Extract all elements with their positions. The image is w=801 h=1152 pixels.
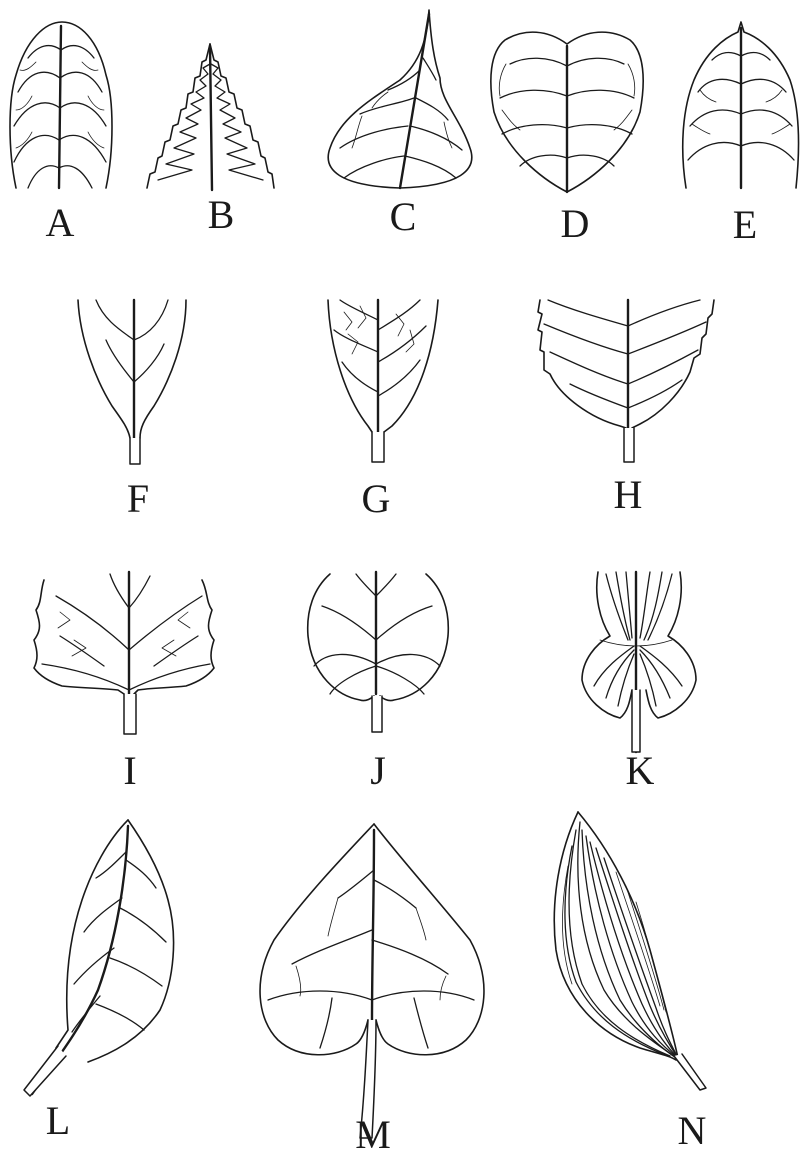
- leaf-a-rounded-apex-icon: [10, 22, 112, 188]
- leaf-e-label: E: [733, 202, 757, 247]
- leaf-f-attenuate-base-icon: [78, 300, 186, 464]
- leaf-d-emarginate-apex-icon: [491, 32, 643, 192]
- leaf-l-oblique-base-icon: [24, 820, 174, 1096]
- leaf-g-label: G: [362, 476, 391, 521]
- leaf-f-label: F: [127, 476, 149, 521]
- leaf-j-cordate-base-icon: [308, 572, 449, 732]
- leaf-e-mucronate-apex-icon: [683, 22, 799, 188]
- leaf-k-auriculate-base-icon: [582, 572, 696, 752]
- leaf-d-label: D: [561, 201, 590, 246]
- leaf-a-label: A: [46, 200, 75, 245]
- leaf-b-label: B: [208, 192, 235, 237]
- leaf-m-cordate-ivy-icon: [260, 824, 484, 1138]
- leaf-n-label: N: [678, 1108, 707, 1152]
- leaf-l-label: L: [46, 1098, 70, 1143]
- leaf-c-acuminate-apex-icon: [328, 10, 472, 188]
- leaf-k-label: K: [626, 748, 655, 793]
- leaf-m-label: M: [355, 1112, 391, 1152]
- leaf-i-label: I: [123, 748, 136, 793]
- leaf-g-cuneate-base-icon: [328, 300, 438, 462]
- leaf-b-acute-apex-icon: [147, 44, 274, 190]
- leaf-c-label: C: [390, 194, 417, 239]
- leaf-n-parallel-veined-leaf-icon: [554, 812, 706, 1090]
- leaf-j-label: J: [370, 748, 386, 793]
- leaf-h-rounded-base-icon: [538, 300, 714, 462]
- leaf-i-truncate-base-icon: [34, 572, 214, 734]
- leaf-h-label: H: [614, 472, 643, 517]
